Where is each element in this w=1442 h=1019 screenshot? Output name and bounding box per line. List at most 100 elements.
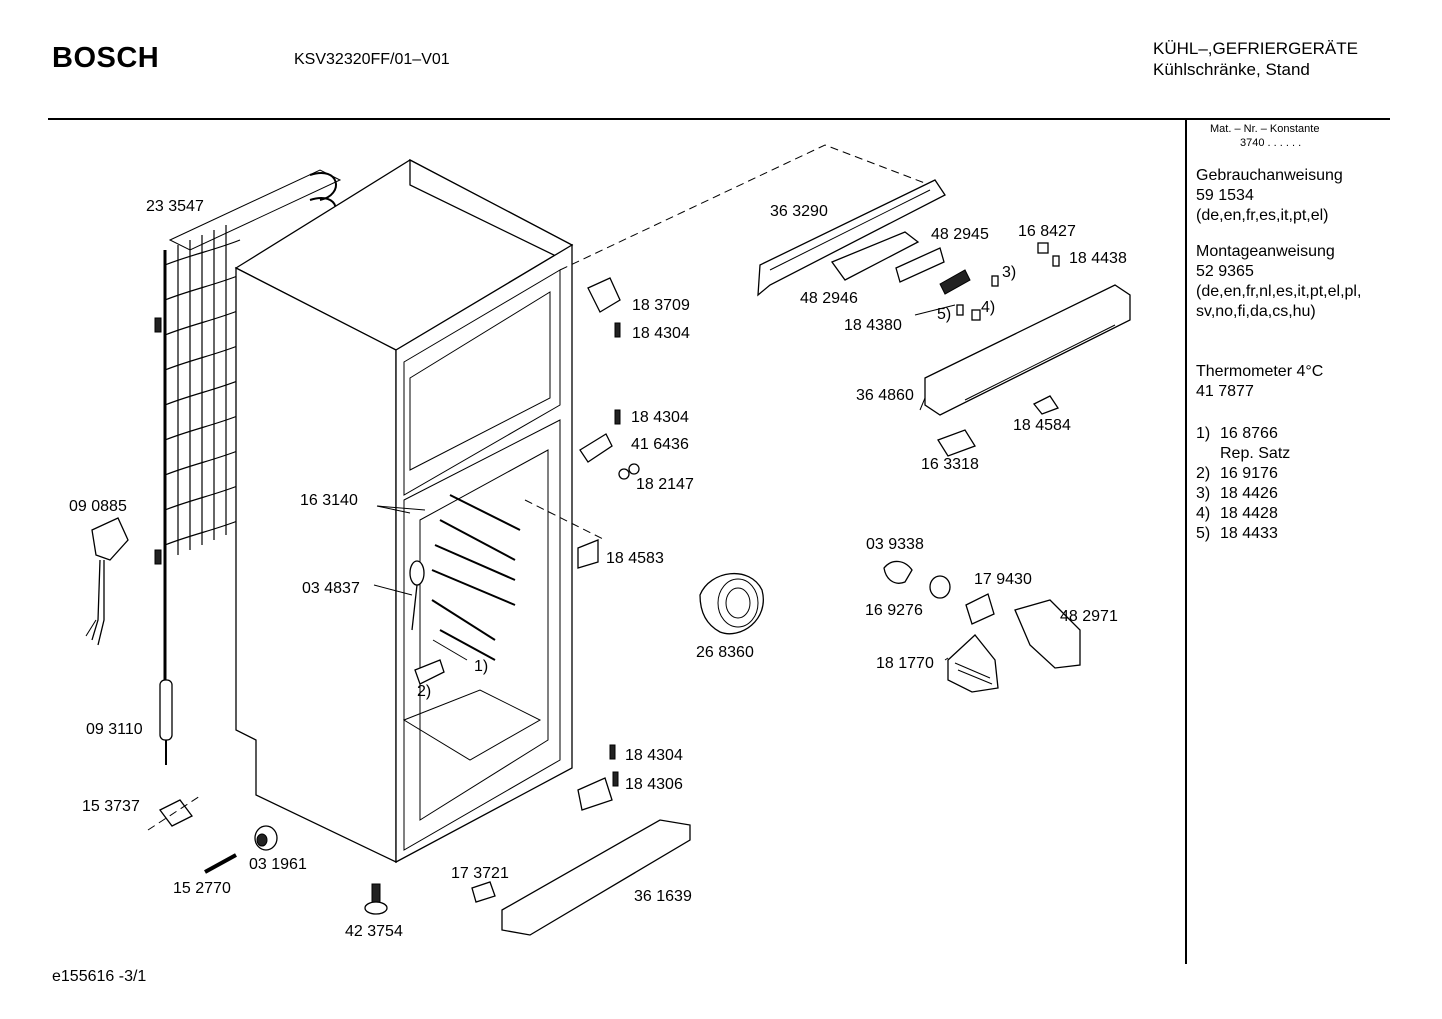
label-18-1770: 18 1770 <box>876 655 934 672</box>
label-18-4306: 18 4306 <box>625 776 683 793</box>
label-note-4: 4) <box>981 299 995 316</box>
category-line-2: Kühlschränke, Stand <box>1153 60 1310 79</box>
footnote-item: 3)18 4426 <box>1196 485 1278 502</box>
label-36-3290: 36 3290 <box>770 203 828 220</box>
label-18-4304-a: 18 4304 <box>632 325 690 342</box>
exploded-diagram: 23 3547 09 0885 09 3110 15 3737 15 2770 … <box>69 144 1131 940</box>
middle-hinge <box>579 409 640 480</box>
thermo-title: Thermometer 4°C <box>1196 363 1324 380</box>
label-48-2971: 48 2971 <box>1060 608 1118 625</box>
footnote-item: Rep. Satz <box>1220 445 1291 462</box>
label-26-8360: 26 8360 <box>696 644 754 661</box>
assembly-block: Montageanweisung 52 9365 (de,en,fr,nl,es… <box>1196 242 1361 322</box>
label-18-2147: 18 2147 <box>636 476 694 493</box>
switch-buttons <box>939 269 971 295</box>
label-36-1639: 36 1639 <box>634 888 692 905</box>
label-48-2946: 48 2946 <box>800 290 858 307</box>
label-36-4860: 36 4860 <box>856 387 914 404</box>
bracket <box>1032 395 1059 415</box>
category-title: KÜHL–,GEFRIERGERÄTE Kühlschränke, Stand <box>1153 38 1358 80</box>
fan-cover <box>699 573 764 635</box>
label-note-5: 5) <box>937 306 951 323</box>
dashed-leader-top <box>559 144 931 271</box>
label-16-3140: 16 3140 <box>300 492 358 509</box>
control-panel-frame <box>757 179 946 297</box>
label-09-3110: 09 3110 <box>86 721 143 738</box>
connector-sleeve <box>147 795 201 831</box>
brand-logo: BOSCH <box>52 42 160 74</box>
footnote-item: 4)18 4428 <box>1196 505 1278 522</box>
power-cord <box>85 517 129 646</box>
assembly-title: Montageanweisung <box>1196 243 1335 260</box>
label-15-2770: 15 2770 <box>173 880 231 897</box>
manual-title: Gebrauchanweisung <box>1196 167 1343 184</box>
label-03-4837: 03 4837 <box>302 580 360 597</box>
label-18-4380: 18 4380 <box>844 317 902 334</box>
label-16-3318: 16 3318 <box>921 456 979 473</box>
label-17-3721: 17 3721 <box>451 865 509 882</box>
lamp-socket <box>929 575 951 599</box>
footnote-list: 1)16 8766 Rep. Satz 2)16 9176 3)18 4426 … <box>1196 424 1361 544</box>
control-module <box>830 231 920 281</box>
lamp-cover <box>1014 599 1081 669</box>
label-16-8427: 16 8427 <box>1018 223 1076 240</box>
label-18-4438: 18 4438 <box>1069 250 1127 267</box>
label-18-4304-c: 18 4304 <box>625 747 683 764</box>
sidebar-info: Mat. – Nr. – Konstante 3740 . . . . . . … <box>1196 122 1361 544</box>
label-41-6436: 41 6436 <box>631 436 689 453</box>
mat-title: Mat. – Nr. – Konstante <box>1210 123 1320 135</box>
category-line-1: KÜHL–,GEFRIERGERÄTE <box>1153 39 1358 58</box>
top-hinge <box>587 277 621 338</box>
lamp-switch <box>965 593 995 625</box>
label-42-3754: 42 3754 <box>345 923 403 940</box>
label-16-9276: 16 9276 <box>865 602 923 619</box>
manual-number: 59 1534 <box>1196 187 1254 204</box>
label-18-3709: 18 3709 <box>632 297 690 314</box>
label-03-9338: 03 9338 <box>866 536 924 553</box>
cover-clip <box>471 881 496 903</box>
shelf-support <box>577 539 599 569</box>
manual-block: Gebrauchanweisung 59 1534 (de,en,fr,es,i… <box>1196 166 1361 226</box>
manual-langs: (de,en,fr,es,it,pt,el) <box>1196 207 1329 224</box>
mat-value: 3740 . . . . . . <box>1240 137 1302 149</box>
bottom-hinge <box>577 744 619 811</box>
label-48-2945: 48 2945 <box>931 226 989 243</box>
sidebar-divider <box>1185 118 1187 964</box>
assembly-langs-1: (de,en,fr,nl,es,it,pt,el,pl, <box>1196 283 1362 300</box>
drawing-code: e155616 -3/1 <box>52 968 147 985</box>
label-09-0885: 09 0885 <box>69 498 127 515</box>
label-18-4584: 18 4584 <box>1013 417 1071 434</box>
small-parts <box>956 242 1060 321</box>
label-note-2: 2) <box>417 683 431 700</box>
holder <box>937 429 976 457</box>
condenser-coil <box>154 169 342 565</box>
control-panel-cover <box>924 284 1131 416</box>
label-23-3547: 23 3547 <box>146 198 204 215</box>
switch-block <box>895 247 945 283</box>
header-divider <box>48 118 1390 120</box>
adjustable-foot <box>364 883 388 915</box>
leader-lines <box>373 304 956 661</box>
roller <box>254 825 278 851</box>
label-note-3: 3) <box>1002 264 1016 281</box>
drier-filter <box>159 560 173 765</box>
footnote-item: 2)16 9176 <box>1196 465 1278 482</box>
assembly-number: 52 9365 <box>1196 263 1254 280</box>
footnote-item: 1)16 8766 <box>1196 425 1278 442</box>
label-17-9430: 17 9430 <box>974 571 1032 588</box>
base-cover <box>501 819 691 936</box>
label-03-1961: 03 1961 <box>249 856 307 873</box>
lamp-bulb <box>883 560 913 584</box>
footnote-item: 5)18 4433 <box>1196 525 1278 542</box>
light-diffuser <box>947 634 999 693</box>
label-15-3737: 15 3737 <box>82 798 140 815</box>
assembly-langs-2: sv,no,fi,da,cs,hu) <box>1196 303 1316 320</box>
label-18-4583: 18 4583 <box>606 550 664 567</box>
label-note-1: 1) <box>474 658 488 675</box>
lamp-holder <box>414 659 445 685</box>
thermo-block: Thermometer 4°C 41 7877 <box>1196 362 1361 402</box>
cabinet-body <box>234 158 574 864</box>
rod <box>204 853 237 874</box>
thermo-number: 41 7877 <box>1196 383 1254 400</box>
thermostat <box>409 560 425 631</box>
